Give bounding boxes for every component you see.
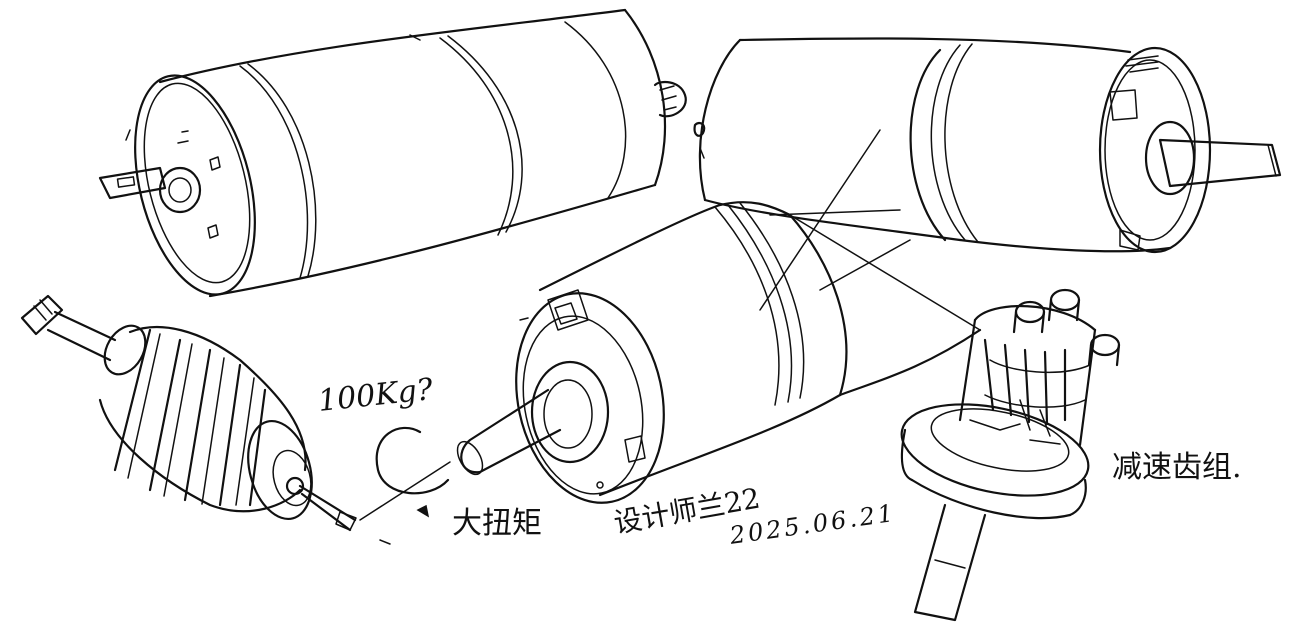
reduction-gear-set	[900, 288, 1121, 622]
gear-set-note: 减速齿组.	[1112, 450, 1242, 485]
motor-gear-end-view	[693, 37, 1282, 254]
high-torque-note: 大扭矩	[452, 506, 542, 541]
motor-shaft-end-view	[456, 129, 982, 504]
load-arrow	[359, 426, 451, 521]
motor-rear-view	[98, 8, 687, 298]
rotor-armature	[20, 294, 391, 545]
